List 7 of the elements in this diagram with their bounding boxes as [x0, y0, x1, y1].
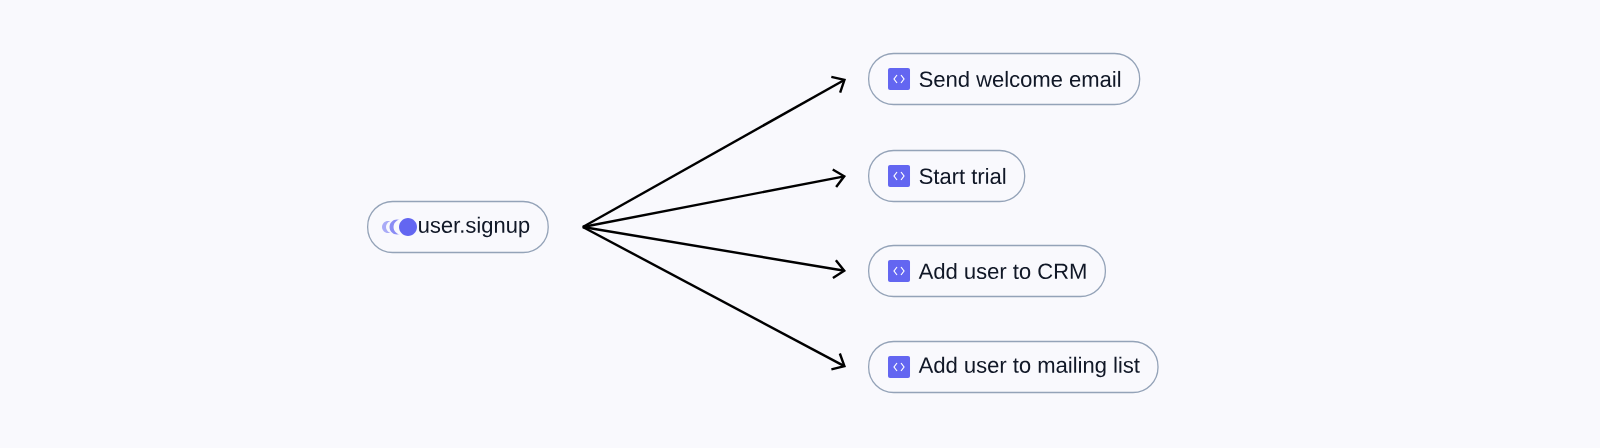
- arrow: [582, 75, 846, 229]
- pill-node: Add user to CRM: [868, 244, 1107, 298]
- arrow: [582, 168, 846, 229]
- pill-node: Add user to mailing list: [868, 340, 1159, 394]
- arrow: [582, 225, 846, 371]
- arrow: [582, 225, 846, 279]
- pill-node: Send welcome email: [868, 52, 1141, 106]
